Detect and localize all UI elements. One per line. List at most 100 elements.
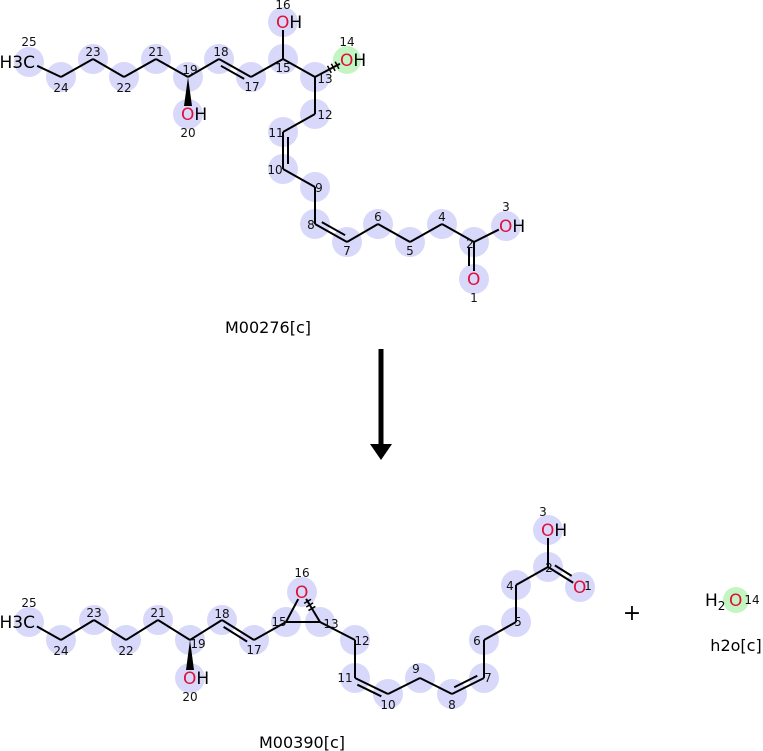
bond xyxy=(547,566,574,584)
bond xyxy=(60,58,94,78)
bond xyxy=(387,677,421,695)
atom-number: 19 xyxy=(190,637,205,651)
atom-number: 24 xyxy=(53,81,68,95)
atom-highlight xyxy=(333,46,361,74)
hydroxyl-label: OH xyxy=(181,105,207,125)
atom-number: 3 xyxy=(502,200,510,214)
bond xyxy=(473,228,500,243)
atom-number: 2 xyxy=(466,237,474,251)
atom-number: 15 xyxy=(275,61,290,75)
atom-number: 25 xyxy=(21,35,36,49)
atom-number: 16 xyxy=(275,0,290,12)
arrow-head-icon xyxy=(370,444,392,460)
bond xyxy=(377,223,411,243)
atom-number: 9 xyxy=(412,662,420,676)
atom-highlight xyxy=(565,572,595,602)
hash-mark xyxy=(334,61,340,70)
bond xyxy=(36,625,62,641)
bond xyxy=(189,619,223,641)
atom-number: 21 xyxy=(148,45,163,59)
atom-number: 13 xyxy=(317,72,332,86)
atom-number: 16 xyxy=(294,566,309,580)
atom-number: 14 xyxy=(339,35,354,49)
bond xyxy=(409,223,443,243)
bond xyxy=(36,64,62,78)
hydroxyl-label: OH xyxy=(276,13,302,33)
hydroxyl-label: OH xyxy=(499,217,525,237)
bond xyxy=(218,58,252,78)
reactant-name: M00276[c] xyxy=(225,318,311,337)
bond xyxy=(285,598,300,623)
atom-number: 8 xyxy=(307,218,315,232)
bond xyxy=(282,58,316,78)
atom-highlight xyxy=(723,587,749,613)
atom-number: 6 xyxy=(473,634,481,648)
atom-number: 2 xyxy=(545,561,553,575)
atom-number: 17 xyxy=(246,643,261,657)
atom-number: 18 xyxy=(214,607,229,621)
double-bond-line xyxy=(220,64,245,80)
atom-number: 18 xyxy=(213,45,228,59)
atom-number: 23 xyxy=(85,45,100,59)
bond xyxy=(250,58,284,78)
bond xyxy=(483,621,517,641)
bond xyxy=(125,619,159,641)
bond xyxy=(319,621,356,641)
atom-number: 4 xyxy=(506,579,514,593)
atom-number: 10 xyxy=(380,698,395,712)
atom-highlight xyxy=(459,264,489,294)
bond xyxy=(314,223,348,243)
bond xyxy=(93,619,127,641)
atom-number: 5 xyxy=(514,615,522,629)
atom-number: 5 xyxy=(406,244,414,258)
hash-mark xyxy=(326,65,332,74)
bond xyxy=(123,58,157,78)
wedge-bond xyxy=(184,77,192,106)
double-bond-line xyxy=(453,674,478,689)
bond xyxy=(187,58,220,78)
hydroxyl-label: OH xyxy=(183,669,209,689)
oxygen-label: O xyxy=(467,270,480,290)
atom-number: 7 xyxy=(484,671,492,685)
methyl-label: H3C xyxy=(0,613,35,633)
atom-highlight xyxy=(173,99,203,129)
atom-highlight xyxy=(491,211,521,241)
plus-sign: + xyxy=(623,601,641,626)
water-oxygen: O xyxy=(729,591,742,611)
atom-number: 25 xyxy=(21,596,36,610)
double-bond-line xyxy=(356,683,382,698)
product-name: M00390[c] xyxy=(259,733,345,751)
coproduct-name: h2o[c] xyxy=(710,636,761,655)
atom-number: 9 xyxy=(315,181,323,195)
bond xyxy=(354,677,389,695)
bond xyxy=(441,223,475,243)
atom-highlight xyxy=(14,607,44,637)
water-h2: H2 xyxy=(705,591,725,613)
bond xyxy=(282,113,316,133)
bond xyxy=(92,58,125,78)
bond xyxy=(60,619,95,641)
atom-number: 13 xyxy=(323,617,338,631)
atom-highlight xyxy=(14,47,44,77)
hash-mark xyxy=(305,602,314,608)
atom-number: 11 xyxy=(268,126,283,140)
double-bond-line xyxy=(554,564,573,577)
methyl-label: H3C xyxy=(0,53,35,73)
bond xyxy=(155,58,189,78)
hash-mark xyxy=(303,598,312,605)
double-bond-line xyxy=(223,626,248,643)
atom-number: 10 xyxy=(267,163,282,177)
reaction-arrow xyxy=(370,349,392,460)
atom-number: 6 xyxy=(374,210,382,224)
bond xyxy=(346,223,379,243)
stereo-bond xyxy=(305,598,321,623)
atom-number: 22 xyxy=(116,81,131,95)
oxygen-label: O xyxy=(295,583,308,603)
hydroxyl-label: OH xyxy=(541,521,567,541)
bond xyxy=(221,619,255,641)
bond xyxy=(157,619,191,641)
hash-mark xyxy=(308,605,316,612)
atom-number: 21 xyxy=(150,606,165,620)
atom-number: 20 xyxy=(180,126,195,140)
